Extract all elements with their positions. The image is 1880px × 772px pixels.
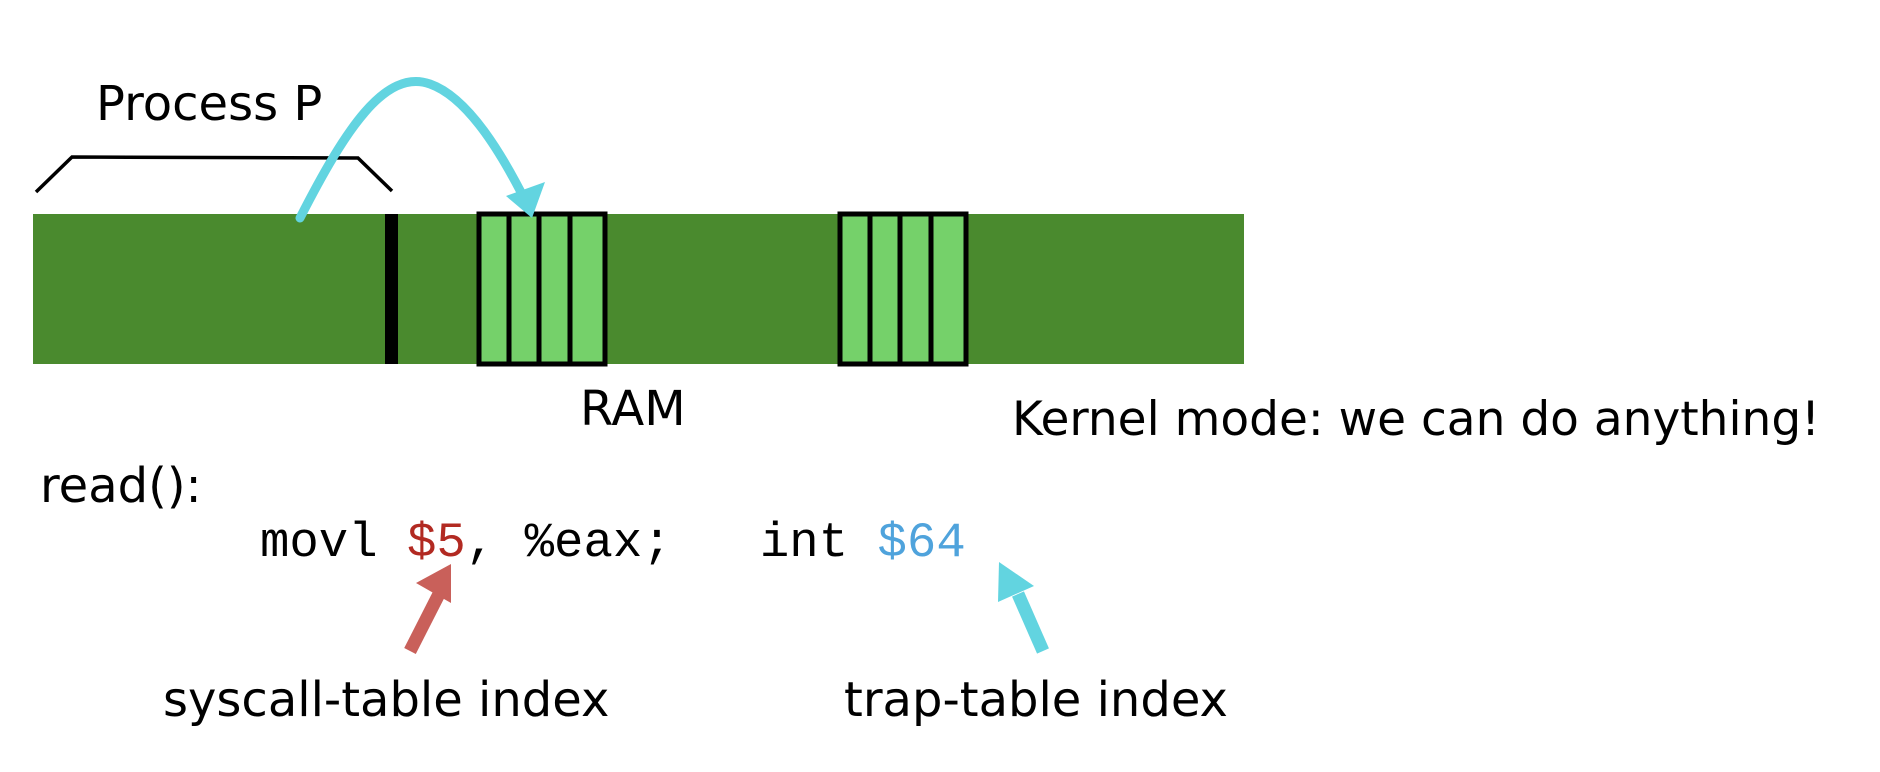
process-boundary-line [385, 214, 398, 364]
table-slot [837, 211, 873, 367]
table-slot [476, 211, 512, 367]
table-slot [897, 211, 934, 367]
table-slot [536, 211, 573, 367]
ram-bar [33, 214, 1244, 364]
trap-number: $64 [877, 515, 966, 571]
table-slot [567, 211, 608, 367]
trap-curve-arrowhead [506, 182, 545, 218]
syscall-index-label: syscall-table index [163, 672, 610, 728]
table-slot [928, 211, 969, 367]
syscall-table [837, 211, 969, 367]
kernel-mode-label: Kernel mode: we can do anything! [1012, 392, 1820, 447]
function-label: read(): [40, 458, 202, 514]
code-instr2: int [759, 515, 878, 571]
trap-index-arrow-shaft [1012, 591, 1049, 654]
code-instr1: movl [260, 515, 408, 571]
process-label: Process P [96, 76, 323, 132]
process-bracket [34, 155, 394, 194]
table-slot [867, 211, 903, 367]
trap-table [476, 211, 608, 367]
assembly-code-line: movl $5, %eax; int $64 [260, 519, 966, 568]
syscall-index-arrow-shaft [404, 591, 445, 654]
trap-index-label: trap-table index [844, 672, 1228, 728]
syscall-number: $5 [407, 515, 466, 571]
trap-curve-arrow [295, 77, 532, 223]
ram-label: RAM [580, 381, 686, 437]
code-instr1-rest: , %eax; [465, 515, 672, 571]
trap-index-arrowhead [998, 562, 1034, 602]
table-slot [506, 211, 542, 367]
code-gap [672, 515, 760, 571]
syscall-index-arrowhead [416, 564, 451, 603]
